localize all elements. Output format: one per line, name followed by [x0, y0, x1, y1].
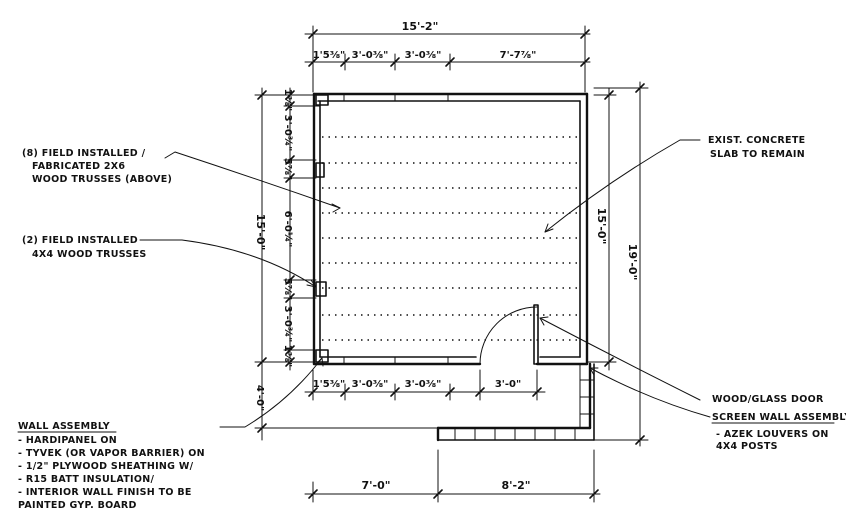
note-wall-item-1: - HARDIPANEL ON: [18, 435, 117, 446]
dim-left-g: 1⅜": [282, 345, 293, 368]
note-slab-line1: EXIST. CONCRETE: [708, 135, 805, 146]
note-door: WOOD/GLASS DOOR: [712, 394, 824, 405]
note-trusses-2x6-line1: (8) FIELD INSTALLED /: [22, 148, 146, 159]
dim-left-a: 1⅜": [282, 89, 293, 112]
note-wall-item-2: - TYVEK (OR VAPOR BARRIER) ON: [18, 448, 205, 459]
dim-right-inner: 15'-0": [595, 208, 608, 245]
bottom-dimension-lines: [304, 369, 601, 503]
dim-left-c: 5⅞": [282, 158, 293, 181]
door-swing: [479, 304, 539, 365]
note-screen-item-1: - AZEK LOUVERS ON: [716, 429, 829, 440]
note-trusses-4x4-line2: 4X4 WOOD TRUSSES: [32, 249, 147, 260]
note-wall-item-5: - INTERIOR WALL FINISH TO BE: [18, 487, 192, 498]
dim-bottom-right: 8'-2": [502, 479, 531, 492]
dim-top-4: 7'-7⅞": [500, 50, 537, 61]
dim-bottom-2: 3'-0⅜": [352, 379, 389, 390]
dim-top-2: 3'-0⅜": [352, 50, 389, 61]
truss-lines: [322, 136, 578, 341]
dim-left-overall: 15'-0": [254, 214, 267, 251]
dim-bottom-3: 3'-0⅜": [405, 379, 442, 390]
note-wall-item-4: - R15 BATT INSULATION/: [18, 474, 154, 485]
note-trusses-2x6: (8) FIELD INSTALLED / FABRICATED 2X6 WOO…: [22, 148, 172, 185]
note-screen-item-2: 4X4 POSTS: [716, 441, 778, 452]
top-dimension-lines: [304, 25, 591, 93]
dim-bottom-1: 1'5⅜": [313, 379, 346, 390]
dim-right-overall: 19'-0": [626, 244, 639, 281]
note-trusses-4x4: (2) FIELD INSTALLED 4X4 WOOD TRUSSES: [22, 235, 147, 260]
left-dimension-lines: [254, 87, 441, 441]
note-wall-item-3: - 1/2" PLYWOOD SHEATHING W/: [18, 461, 194, 472]
dim-left-b: 3'-0¾": [282, 115, 293, 152]
note-slab-line2: SLAB TO REMAIN: [710, 149, 805, 160]
note-screen-wall: SCREEN WALL ASSEMBLY - AZEK LOUVERS ON 4…: [711, 412, 846, 452]
dim-left-porch: 4'-0": [254, 385, 265, 411]
note-wall-title: WALL ASSEMBLY: [18, 421, 110, 432]
dim-left-f: 3'-0¾": [282, 306, 293, 343]
screen-porch: [436, 362, 595, 442]
note-wall-assembly: WALL ASSEMBLY - HARDIPANEL ON - TYVEK (O…: [17, 421, 205, 511]
dim-left-d: 6'-0¼": [282, 211, 294, 248]
note-screen-title: SCREEN WALL ASSEMBLY: [712, 412, 846, 423]
right-dimension-lines: [587, 81, 649, 447]
note-door-text: WOOD/GLASS DOOR: [712, 394, 824, 405]
note-trusses-2x6-line3: WOOD TRUSSES (ABOVE): [32, 174, 172, 185]
dim-bottom-door: 3'-0": [495, 379, 521, 390]
dim-bottom-left: 7'-0": [362, 479, 391, 492]
note-trusses-4x4-line1: (2) FIELD INSTALLED: [22, 235, 138, 246]
dim-top-1: 1'5⅜": [313, 50, 346, 61]
note-slab: EXIST. CONCRETE SLAB TO REMAIN: [708, 135, 805, 160]
dim-top-overall: 15'-2": [402, 20, 439, 33]
building-walls: [312, 92, 589, 366]
leader-lines: [139, 139, 711, 428]
dim-top-3: 3'-0⅜": [405, 50, 442, 61]
dim-left-e: 5⅞": [282, 278, 293, 301]
note-trusses-2x6-line2: FABRICATED 2X6: [32, 161, 125, 172]
note-wall-item-6: PAINTED GYP. BOARD: [18, 500, 137, 511]
